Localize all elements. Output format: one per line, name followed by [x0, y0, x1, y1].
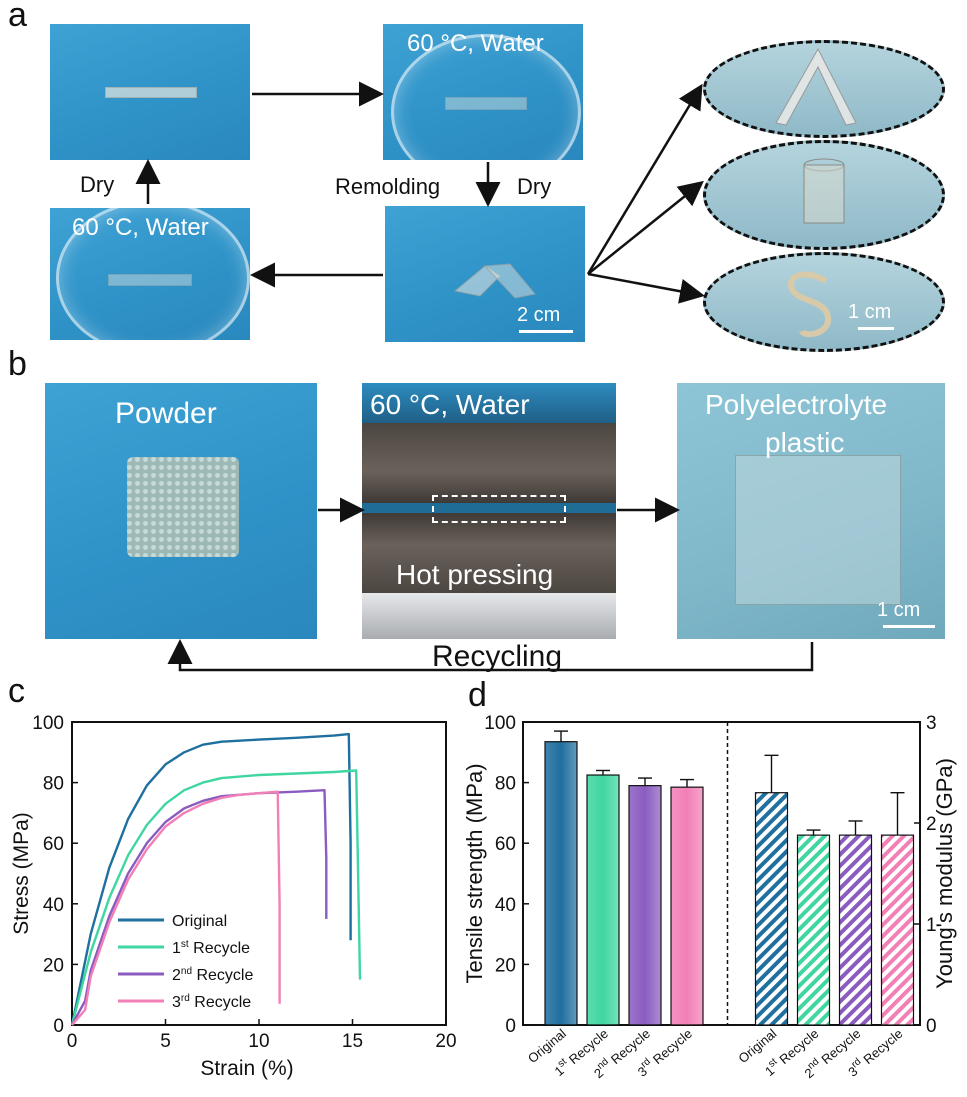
bar-modulus-2: [838, 834, 873, 1026]
arrow-to-cylinder: [587, 180, 704, 275]
bar-tensile-2: [628, 785, 662, 1026]
panel-a-arrows: [135, 81, 705, 304]
scale-bar-2cm: [519, 330, 573, 333]
rolled-cylinder: [803, 158, 845, 224]
arrow-to-s-curve: [587, 272, 705, 304]
scale-1cm-a: 1 cm: [848, 301, 892, 323]
y-tick-label: 20: [43, 955, 64, 976]
y-tick-label: 40: [43, 895, 64, 916]
x-tick-label: 0: [67, 1031, 78, 1052]
scale-2cm: 2 cm: [517, 304, 561, 326]
powder-label: Powder: [115, 397, 217, 430]
shape-cylinder: [703, 140, 945, 250]
arrow-to-folded: [586, 83, 703, 275]
y-right-axis-label: Young's modulus (GPa): [932, 758, 957, 989]
recycling-loop-arrow: [167, 639, 814, 672]
legend-label-2: 2nd Recycle: [172, 966, 253, 984]
press-plate-upper: [362, 423, 616, 503]
x-tick-label: 5: [160, 1031, 171, 1052]
bar-tensile-1: [586, 774, 620, 1026]
hot-pressing-label: Hot pressing: [396, 559, 554, 590]
bar-modulus-0: [754, 792, 789, 1026]
y-axis-label: Stress (MPa): [10, 812, 33, 935]
plot-frame: [522, 721, 921, 1026]
shape-folded: [703, 40, 945, 138]
bar-modulus-1: [796, 834, 831, 1026]
bar-tensile-3: [670, 786, 704, 1026]
y-left-tick-label: 0: [505, 1016, 516, 1037]
water-label-left: 60 °C, Water: [72, 214, 209, 241]
bar-tensile-0: [544, 741, 578, 1026]
water-label-press: 60 °C, Water: [370, 389, 530, 420]
remolded-shape: [453, 263, 536, 299]
x-tick-label: 15: [342, 1031, 363, 1052]
dry-label-mid: Dry: [517, 174, 552, 199]
polymer-strip: [445, 97, 527, 110]
water-label-top: 60 °C, Water: [407, 30, 544, 57]
y-tick-label: 80: [43, 774, 64, 795]
legend-label-0: Original: [172, 913, 227, 930]
legend-label-3: 3rd Recycle: [172, 993, 251, 1011]
y-tick-label: 100: [32, 713, 64, 734]
recycling-label: Recycling: [432, 640, 563, 673]
press-top-plate: [362, 383, 616, 423]
y-right-tick-label: 3: [926, 713, 937, 734]
remolding-label: Remolding: [335, 174, 441, 199]
series-line-0: [70, 732, 352, 1026]
x-axis-label: Strain (%): [200, 1057, 293, 1080]
petri-dish: [56, 208, 250, 340]
y-tick-label: 60: [43, 834, 64, 855]
y-right-tick-label: 0: [926, 1016, 937, 1037]
press-base: [362, 593, 616, 639]
x-tick-label: 20: [435, 1031, 456, 1052]
photo-water-top: 60 °C, Water: [383, 24, 583, 160]
scale-bar-1cm-b: [883, 625, 935, 628]
photo-dry-strip: [50, 24, 250, 160]
plastic-label-line2: plastic: [765, 427, 845, 458]
plastic-label-line1: Polyelectrolyte: [705, 389, 888, 420]
y-right-tick-label: 2: [926, 814, 937, 835]
dry-label-left: Dry: [80, 172, 115, 197]
series-line-3: [71, 790, 281, 1026]
press-plate-lower: [362, 513, 616, 593]
scale-1cm-b: 1 cm: [877, 599, 921, 621]
press-gap: [362, 503, 616, 513]
panel-label-a: a: [8, 0, 27, 34]
polymer-strip: [105, 87, 197, 98]
s-shaped-strip: [787, 271, 831, 338]
y-left-tick-label: 20: [495, 955, 516, 976]
y-left-tick-label: 80: [495, 774, 516, 795]
photo-plastic: Polyelectrolyte plastic 1 cm: [677, 383, 945, 639]
shape-s-curve: 1 cm: [703, 252, 945, 352]
x-tick-label: 10: [248, 1031, 269, 1052]
panel-label-d: d: [468, 676, 487, 714]
y-left-tick-label: 40: [495, 895, 516, 916]
photo-remolded: 2 cm: [385, 206, 585, 342]
powder-pile: [127, 457, 239, 557]
bar-modulus-3: [880, 834, 915, 1026]
photo-water-left: 60 °C, Water: [50, 208, 250, 340]
folded-sheet: [775, 47, 857, 126]
y-right-tick-label: 1: [926, 915, 937, 936]
panel-b-arrows: [167, 497, 814, 672]
photo-powder: Powder: [45, 383, 317, 639]
series-line-2: [70, 789, 328, 1026]
y-left-axis-label: Tensile strength (MPa): [462, 763, 487, 983]
panel-label-c: c: [8, 672, 25, 710]
plastic-sheet: [735, 455, 901, 605]
y-tick-label: 0: [53, 1016, 64, 1037]
panel-label-b: b: [8, 345, 27, 383]
scale-bar-1cm-a: [858, 327, 894, 330]
legend-label-1: 1st Recycle: [172, 939, 250, 957]
press-highlight-box: [432, 495, 566, 523]
y-left-tick-label: 60: [495, 834, 516, 855]
polymer-strip: [108, 274, 192, 286]
photo-hot-press: 60 °C, Water Hot pressing: [362, 383, 616, 639]
y-left-tick-label: 100: [484, 713, 516, 734]
series-line-1: [70, 769, 362, 1026]
